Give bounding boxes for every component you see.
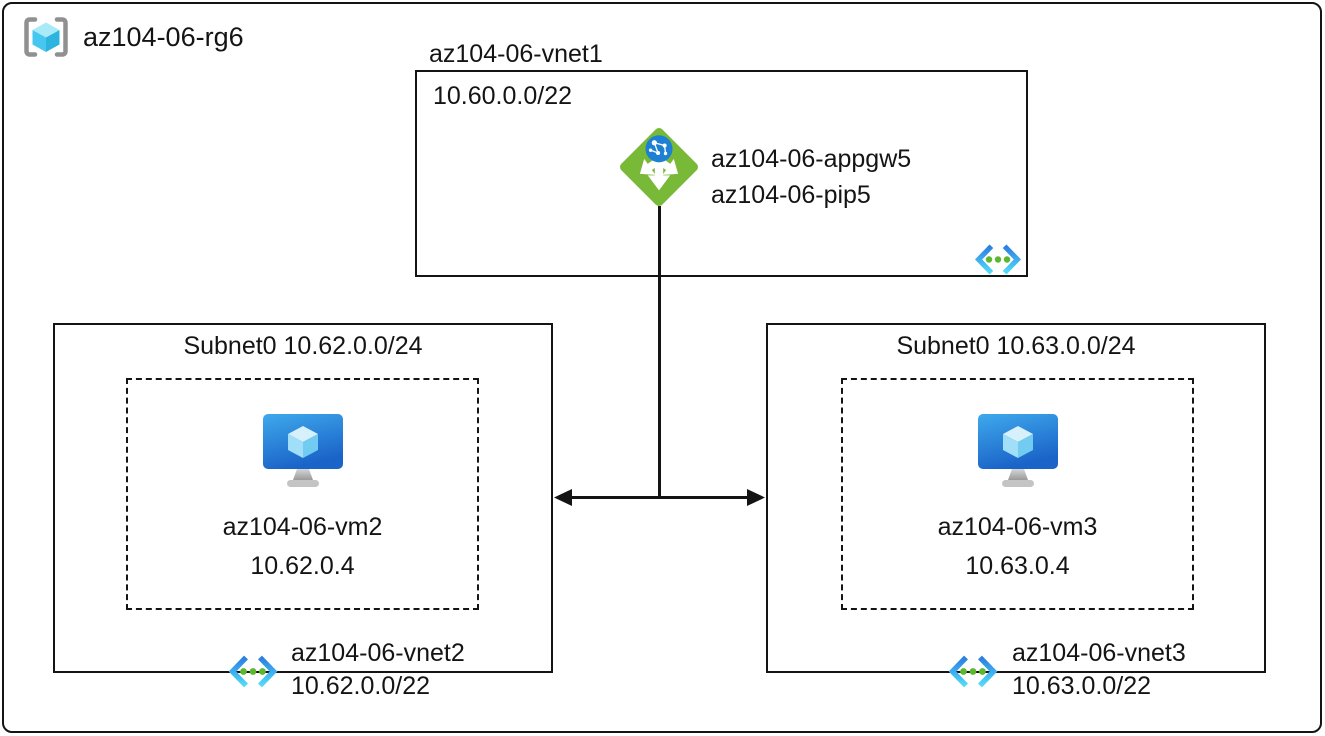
vm-ip: 10.62.0.4 <box>250 552 355 580</box>
virtual-machine-icon <box>976 413 1060 496</box>
vnet3-name: az104-06-vnet3 <box>1012 639 1186 667</box>
vnet2-box: Subnet0 10.62.0.0/24 <box>53 323 553 673</box>
vnet2-name: az104-06-vnet2 <box>291 639 465 667</box>
resource-group-label: az104-06-rg6 <box>83 22 244 52</box>
vnet2-caption: az104-06-vnet2 10.62.0.0/22 <box>291 637 465 703</box>
vnet3-caption: az104-06-vnet3 10.63.0.0/22 <box>1012 637 1186 703</box>
virtual-network-icon <box>227 653 279 690</box>
subnet0-right-title: Subnet0 10.63.0.0/24 <box>896 332 1136 360</box>
vnet3-box: Subnet0 10.63.0.0/24 <box>766 323 1266 673</box>
vnet1-cidr: 10.60.0.0/22 <box>433 82 573 110</box>
vm-name: az104-06-vm2 <box>222 513 383 541</box>
subnet0-right-dashed-box: az104-06-vm3 10.63.0.4 <box>841 378 1194 610</box>
vm-ip: 10.63.0.4 <box>965 552 1070 580</box>
vnet1-title: az104-06-vnet1 <box>429 40 603 68</box>
application-gateway-icon <box>617 125 701 209</box>
public-ip-name: az104-06-pip5 <box>711 181 871 209</box>
virtual-machine-icon <box>261 413 345 496</box>
subnet0-left-title: Subnet0 10.62.0.0/24 <box>183 332 423 360</box>
resource-group-icon <box>20 15 72 59</box>
subnet0-left-dashed-box: az104-06-vm2 10.62.0.4 <box>126 378 479 610</box>
virtual-network-icon <box>947 653 999 690</box>
app-gateway-labels: az104-06-appgw5 az104-06-pip5 <box>711 141 911 213</box>
resource-group-header: az104-06-rg6 <box>20 15 244 59</box>
virtual-network-icon <box>973 242 1023 277</box>
vm-name: az104-06-vm3 <box>937 513 1098 541</box>
vnet2-cidr: 10.62.0.0/22 <box>291 672 431 700</box>
app-gateway-name: az104-06-appgw5 <box>711 145 912 173</box>
vnet1-box: 10.60.0.0/22 <box>415 70 1028 277</box>
vnet3-cidr: 10.63.0.0/22 <box>1012 672 1152 700</box>
